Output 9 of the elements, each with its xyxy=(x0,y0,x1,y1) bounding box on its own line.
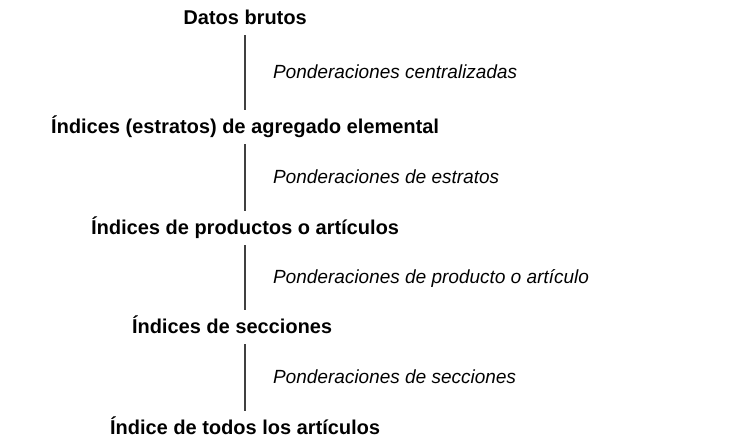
connector-line xyxy=(244,35,246,110)
level-heading: Índices (estratos) de agregado elemental xyxy=(51,113,439,141)
connector-line xyxy=(244,344,246,411)
level-heading: Índice de todos los artículos xyxy=(110,414,380,442)
connector-line xyxy=(244,144,246,211)
connector-line xyxy=(244,245,246,310)
level-heading: Índices de secciones xyxy=(132,313,332,341)
level-heading: Índices de productos o artículos xyxy=(91,214,399,242)
level-heading: Datos brutos xyxy=(183,4,307,32)
